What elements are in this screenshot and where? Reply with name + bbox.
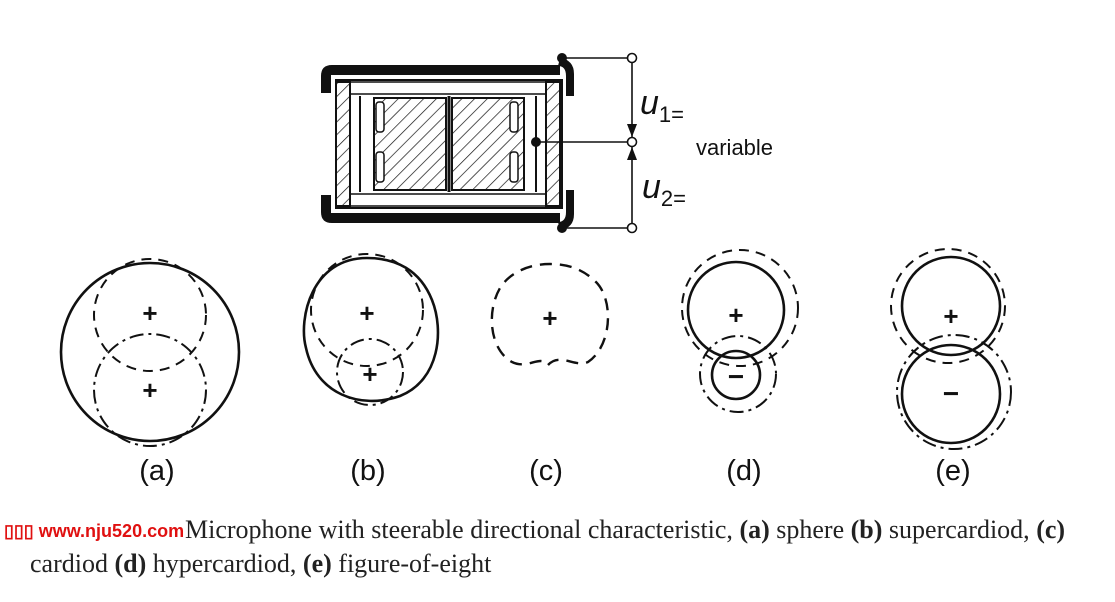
sign-plus: + [542, 303, 557, 333]
sign-plus: + [142, 375, 157, 405]
pattern-figure-of-eight: + − [890, 248, 1012, 450]
node-mid [626, 136, 638, 148]
figure-caption: Microphone with steerable directional ch… [30, 513, 1090, 581]
caption-tag-d: (d) [114, 549, 147, 578]
caption-text-e: figure-of-eight [338, 549, 492, 578]
sign-plus: + [362, 359, 377, 389]
pattern-label-e: (e) [935, 455, 970, 487]
sign-minus: − [728, 361, 744, 392]
sign-plus: + [943, 301, 958, 331]
pattern-hypercardioid: + − [681, 249, 799, 413]
caption-text-d: hypercardiod, [152, 549, 297, 578]
sign-plus: + [359, 298, 374, 328]
variable-label: variable [696, 135, 773, 160]
caption-lead: Microphone with steerable directional ch… [185, 515, 733, 544]
housing-right-lip [558, 190, 574, 230]
microphone-capsule [321, 58, 574, 230]
node-top [626, 52, 638, 64]
node-bottom [626, 222, 638, 234]
pattern-sphere: + + [59, 258, 241, 447]
caption-text-b: supercardiod, [888, 515, 1030, 544]
caption-text-a: sphere [776, 515, 845, 544]
pattern-label-b: (b) [350, 455, 385, 487]
housing-right-lip [558, 58, 574, 96]
caption-tag-c: (c) [1036, 515, 1066, 544]
terminal-mid [531, 137, 541, 147]
caption-tag-a: (a) [739, 515, 770, 544]
arrow-down-icon [627, 124, 637, 137]
backplate-left [373, 97, 447, 191]
pattern-label-c: (c) [529, 455, 563, 487]
arrow-up-icon [627, 147, 637, 160]
sign-plus: + [142, 298, 157, 328]
caption-text-c: cardiod [30, 549, 108, 578]
left-electrode [335, 81, 351, 207]
caption-tag-b: (b) [850, 515, 883, 544]
sign-plus: + [728, 300, 743, 330]
right-electrode [545, 81, 561, 207]
pattern-supercardioid: + + [302, 253, 440, 406]
pattern-label-a: (a) [139, 455, 174, 487]
terminal-top [557, 53, 567, 63]
u1-label: u1= [640, 84, 684, 127]
pattern-cardioid: + [490, 262, 610, 367]
watermark: ▯▯▯ www.nju520.com [4, 521, 185, 541]
sign-minus: − [943, 378, 959, 409]
terminal-bottom [557, 223, 567, 233]
pattern-label-d: (d) [726, 455, 761, 487]
caption-tag-e: (e) [302, 549, 332, 578]
u2-label: u2= [642, 168, 686, 211]
housing-frame [321, 65, 560, 223]
